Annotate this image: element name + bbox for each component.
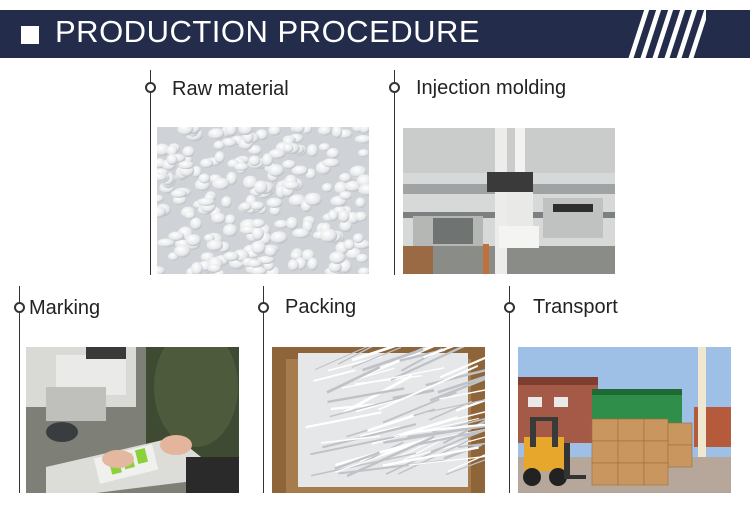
- timeline-line: [263, 286, 264, 493]
- timeline-line: [150, 70, 151, 275]
- transport-photo: [518, 347, 731, 493]
- step-marker-icon: [145, 82, 156, 93]
- timeline-line: [19, 286, 20, 493]
- step-label-raw-material: Raw material: [172, 78, 289, 100]
- step-label-injection-molding: Injection molding: [416, 77, 567, 99]
- timeline-line: [394, 70, 395, 275]
- timeline-line: [509, 286, 510, 493]
- step-label-transport: Transport: [533, 296, 618, 318]
- packing-photo: [272, 347, 485, 493]
- step-marker-icon: [258, 302, 269, 313]
- step-label-marking: Marking: [29, 297, 101, 319]
- step-label-packing: Packing: [285, 296, 357, 318]
- stripes-decoration: [626, 10, 706, 58]
- raw-material-photo: [157, 127, 369, 274]
- square-bullet-icon: [21, 26, 39, 44]
- step-marker-icon: [14, 302, 25, 313]
- step-marker-icon: [389, 82, 400, 93]
- injection-molding-photo: [403, 128, 615, 274]
- page-title: PRODUCTION PROCEDURE: [55, 14, 481, 49]
- step-marker-icon: [504, 302, 515, 313]
- marking-photo: [26, 347, 239, 493]
- header-banner: [0, 10, 750, 58]
